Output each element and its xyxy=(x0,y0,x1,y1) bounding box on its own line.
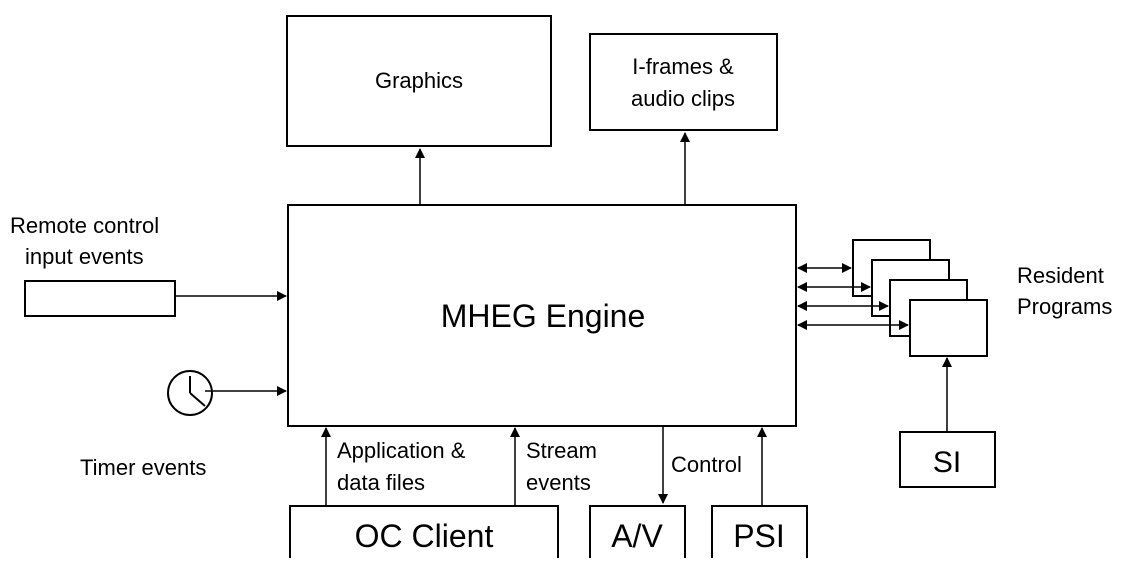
si-node: SI xyxy=(899,431,996,488)
app-files-label-line2: data files xyxy=(337,470,425,495)
graphics-node: Graphics xyxy=(286,15,552,147)
control-label: Control xyxy=(671,452,742,477)
timer-events-label: Timer events xyxy=(80,455,206,480)
mheg-engine-node: MHEG Engine xyxy=(287,204,797,427)
graphics-label: Graphics xyxy=(375,68,463,93)
remote-input-box xyxy=(24,280,176,317)
oc-client-label: OC Client xyxy=(355,518,494,554)
av-label: A/V xyxy=(611,518,663,554)
iframes-audio-node: I-frames & audio clips xyxy=(589,33,778,131)
mheg-engine-label: MHEG Engine xyxy=(441,298,646,334)
iframes-label-line1: I-frames & xyxy=(632,54,734,79)
timer-events: Timer events xyxy=(80,370,287,480)
psi-label: PSI xyxy=(733,518,785,554)
av-node: A/V xyxy=(589,505,686,563)
remote-label-line1: Remote control xyxy=(10,213,159,238)
remote-label-line2: input events xyxy=(25,244,144,269)
clock-icon xyxy=(167,370,213,416)
iframes-label-line2: audio clips xyxy=(631,86,735,111)
remote-control-input: Remote control input events xyxy=(10,213,287,317)
stream-label-line2: events xyxy=(526,470,591,495)
resident-label-line2: Programs xyxy=(1017,294,1112,319)
stream-label-line1: Stream xyxy=(526,438,597,463)
si-label: SI xyxy=(933,446,961,479)
oc-client-node: OC Client xyxy=(289,505,559,563)
psi-node: PSI xyxy=(711,505,808,563)
resident-programs-stack xyxy=(852,239,988,357)
resident-program-box xyxy=(909,299,988,357)
resident-label-line1: Resident xyxy=(1017,263,1104,288)
app-files-label-line1: Application & xyxy=(337,438,466,463)
